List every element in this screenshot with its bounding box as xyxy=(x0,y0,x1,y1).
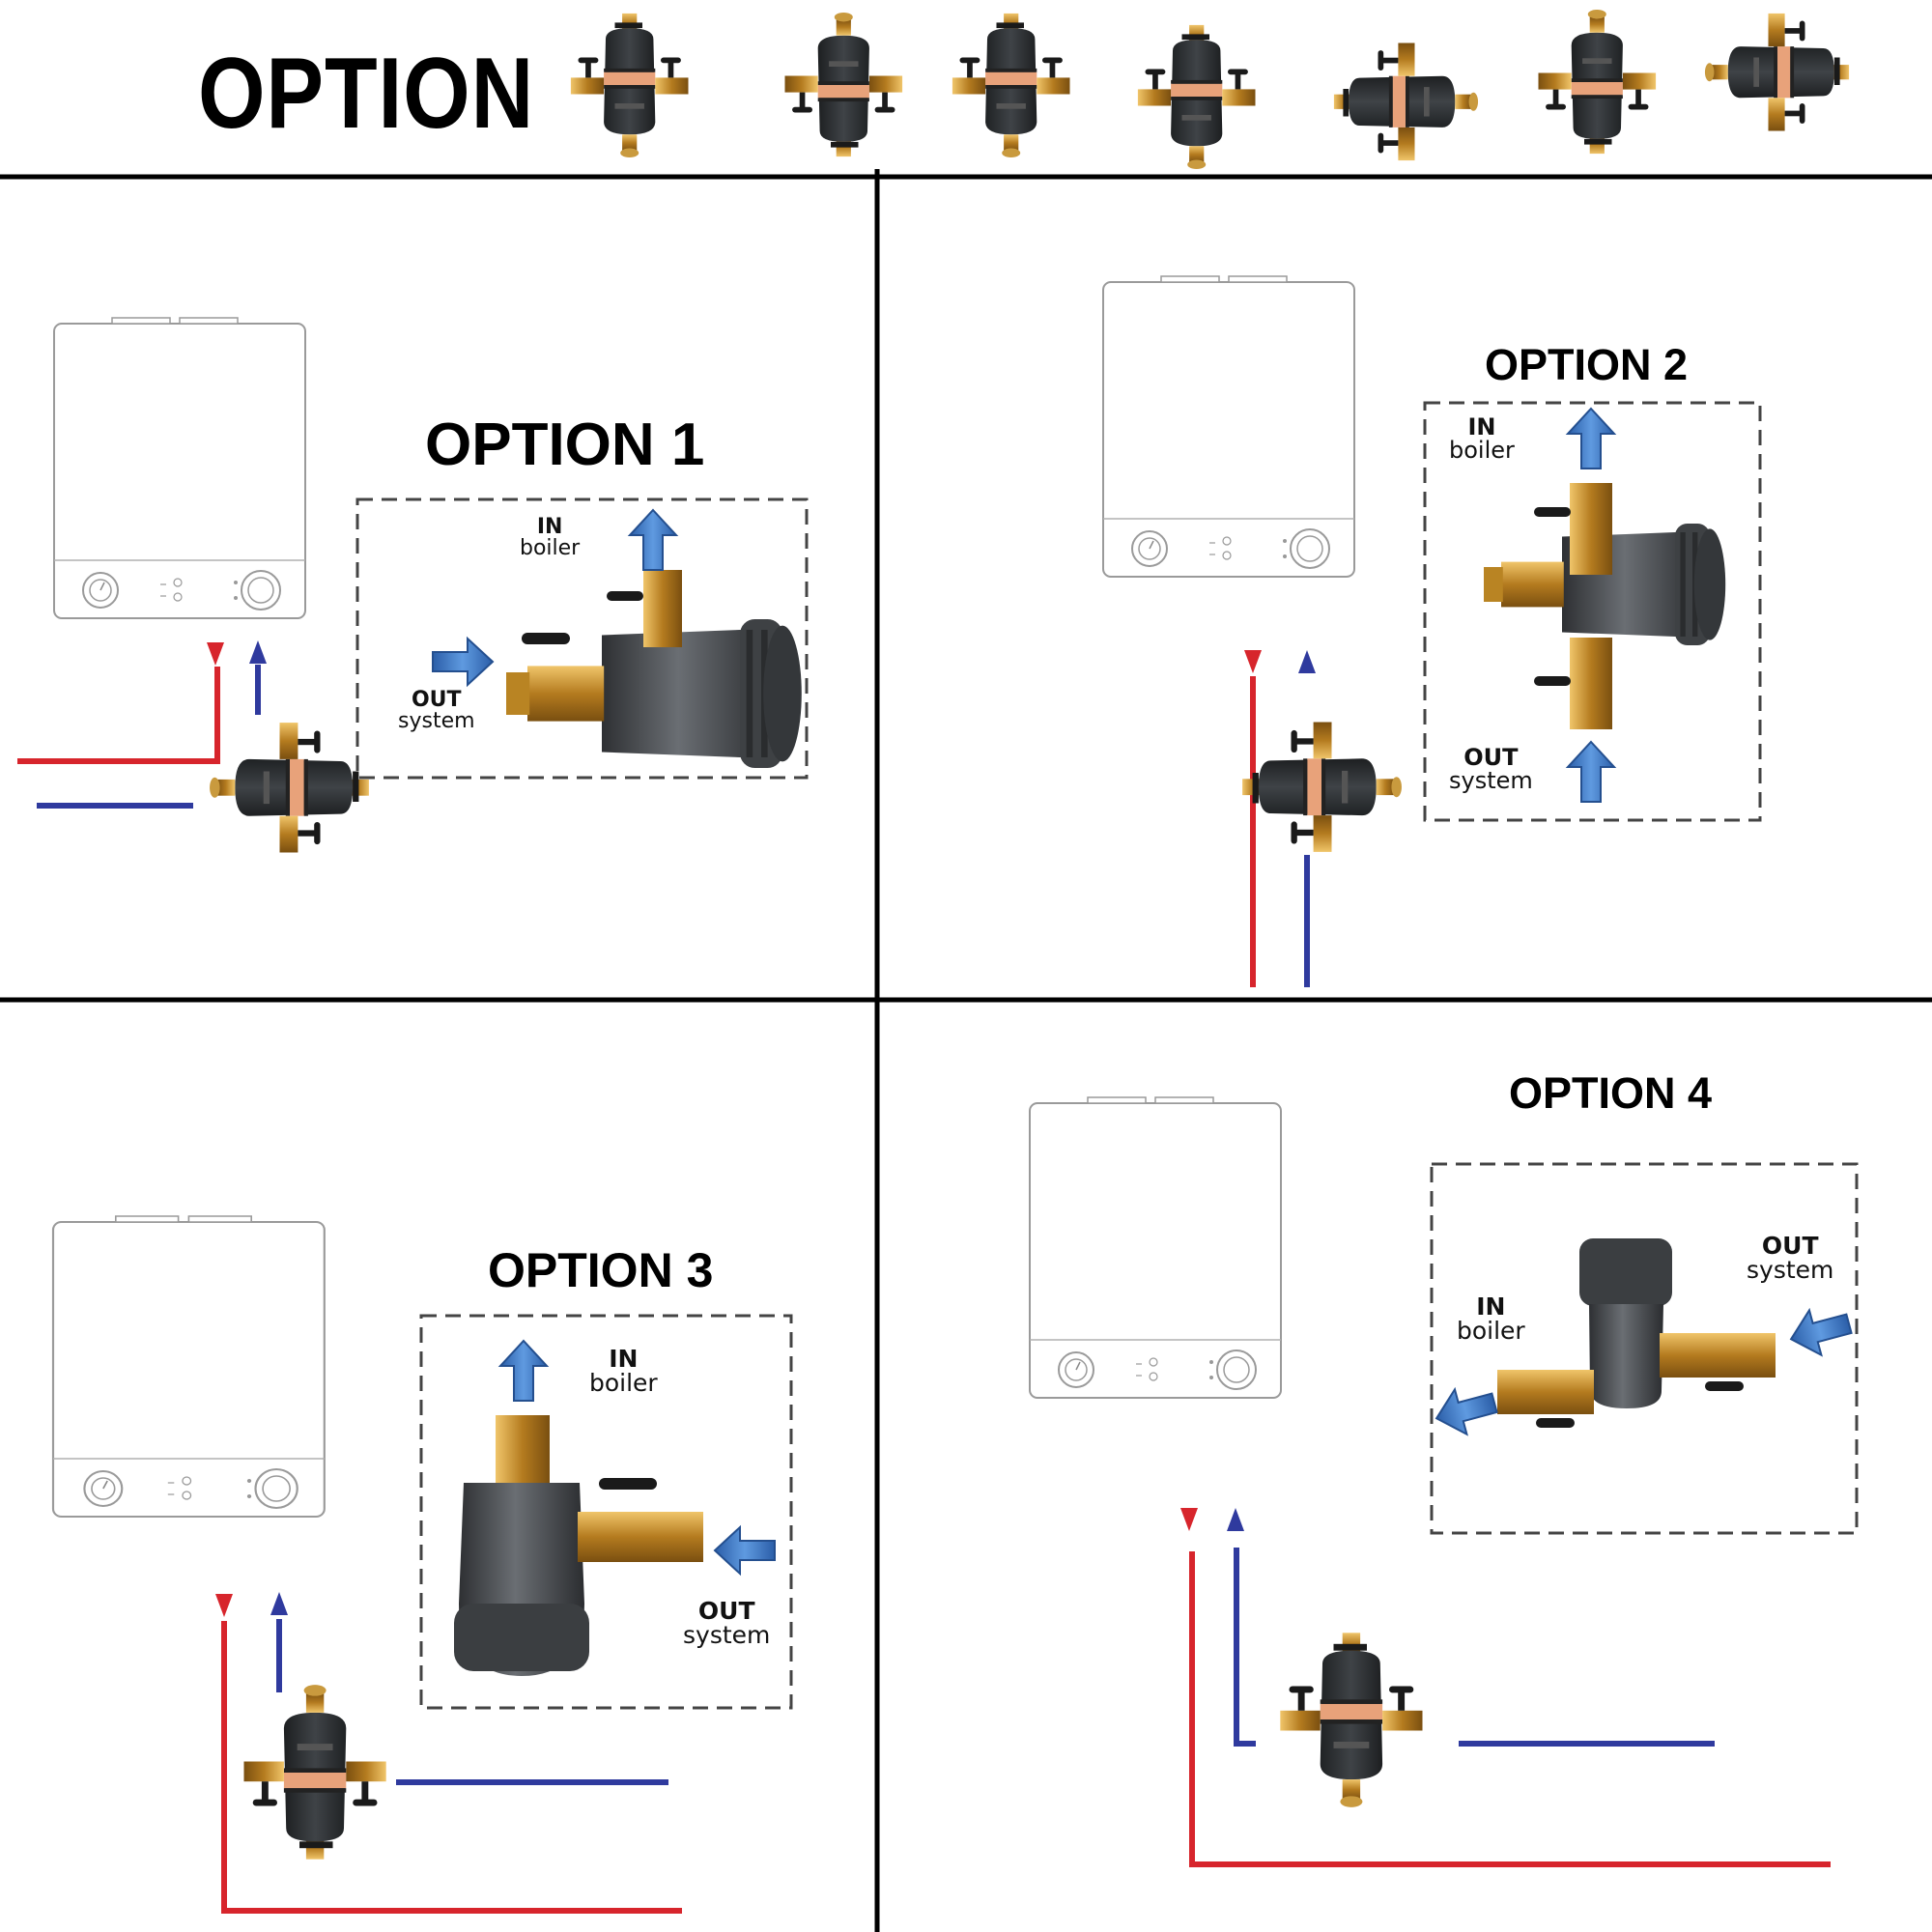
valve-handle xyxy=(607,591,643,601)
thumbnail-7 xyxy=(1704,13,1850,131)
valve-fitting-down xyxy=(1570,638,1612,729)
thumbnail-4 xyxy=(1137,24,1256,170)
option-4-out-sub: system xyxy=(1747,1256,1834,1284)
boiler-unit xyxy=(53,317,306,619)
header-orientation-thumbnails xyxy=(570,9,1850,170)
out-system-arrow xyxy=(1567,741,1615,803)
in-boiler-arrow xyxy=(1567,408,1615,469)
valve-fitting-right xyxy=(1660,1333,1776,1378)
option-2-in-text: IN xyxy=(1467,413,1496,440)
option-3-in-text: IN xyxy=(609,1345,639,1373)
detail-box xyxy=(1423,401,1762,822)
option-1-out-text: OUT xyxy=(411,688,462,712)
filter-fitting-up xyxy=(496,1415,550,1485)
option-3-in-label: IN boiler xyxy=(589,1347,658,1395)
in-boiler-arrow xyxy=(499,1340,548,1402)
option-2-title: OPTION 2 xyxy=(1485,340,1689,389)
valve-handle-lower xyxy=(1534,676,1571,686)
thumbnail-5 xyxy=(1333,43,1479,161)
detail-box xyxy=(355,497,809,780)
option-2-out-label: OUT system xyxy=(1449,746,1533,792)
boiler-unit xyxy=(1029,1096,1282,1399)
option-2-panel xyxy=(1102,275,1762,987)
cold-flow-triangle xyxy=(1298,650,1316,673)
header-title: OPTION xyxy=(198,38,535,150)
option-1-title: OPTION 1 xyxy=(425,412,705,478)
option-2-out-text: OUT xyxy=(1463,744,1519,771)
option-3-out-label: OUT system xyxy=(683,1599,770,1647)
option-2-in-label: IN boiler xyxy=(1449,415,1515,462)
option-4-in-text: IN xyxy=(1476,1293,1506,1321)
option-4-in-label: IN boiler xyxy=(1457,1294,1525,1343)
out-system-arrow xyxy=(432,638,494,686)
boiler-unit xyxy=(1102,275,1355,578)
valve-fitting-left xyxy=(1497,1370,1594,1414)
hot-pipe xyxy=(1189,1551,1831,1867)
option-3-out-text: OUT xyxy=(697,1597,755,1625)
cold-flow-triangle xyxy=(270,1592,288,1615)
hot-flow-triangle xyxy=(215,1594,233,1617)
valve-fitting-up xyxy=(643,570,682,647)
option-1-panel xyxy=(17,317,809,853)
out-system-arrow xyxy=(1783,1300,1857,1363)
cold-flow-triangle xyxy=(1227,1508,1244,1531)
option-4-out-text: OUT xyxy=(1761,1232,1819,1260)
option-2-in-sub: boiler xyxy=(1449,437,1515,464)
option-1-in-text: IN xyxy=(536,515,563,539)
option-4-in-sub: boiler xyxy=(1457,1317,1525,1345)
valve-handle-right xyxy=(1705,1381,1744,1391)
hot-pipe xyxy=(17,667,220,764)
cold-flow-triangle xyxy=(249,640,267,664)
detail-box xyxy=(1430,1162,1859,1535)
valve-handle xyxy=(599,1478,657,1490)
detail-box xyxy=(419,1314,793,1710)
thumbnail-1 xyxy=(570,13,689,158)
option-1-in-label: IN boiler xyxy=(520,517,580,559)
hot-flow-triangle xyxy=(1180,1508,1198,1531)
thumbnail-6 xyxy=(1538,9,1657,155)
option-3-out-sub: system xyxy=(683,1621,771,1649)
cold-pipe xyxy=(1234,1548,1256,1747)
grid-dividers xyxy=(0,169,1932,1932)
magnetic-filter xyxy=(1242,722,1402,852)
filter-cap xyxy=(1579,1238,1672,1306)
option-4-out-label: OUT system xyxy=(1747,1234,1833,1282)
magnetic-filter xyxy=(1280,1633,1423,1807)
filter-cap xyxy=(454,1604,589,1671)
in-boiler-arrow xyxy=(1429,1379,1502,1442)
in-boiler-arrow xyxy=(629,509,677,571)
valve-fitting-side xyxy=(578,1512,703,1562)
option-1-out-label: OUT system xyxy=(398,690,475,732)
magnetic-filter xyxy=(243,1685,386,1860)
option-3-panel xyxy=(51,1214,793,1914)
option-4-panel xyxy=(1029,1096,1859,1867)
thumbnail-2 xyxy=(784,12,903,157)
valve-handle-side xyxy=(522,633,570,644)
magnetic-filter xyxy=(210,723,369,853)
hot-pipe xyxy=(221,1621,682,1914)
thumbnail-3 xyxy=(952,13,1070,158)
hot-flow-triangle xyxy=(1244,650,1262,673)
option-3-title: OPTION 3 xyxy=(488,1243,714,1297)
option-1-out-sub: system xyxy=(398,709,475,733)
valve-handle xyxy=(1536,1418,1575,1428)
valve-fitting-up xyxy=(1570,483,1612,575)
option-2-out-sub: system xyxy=(1449,767,1533,794)
option-4-title: OPTION 4 xyxy=(1509,1068,1713,1118)
boiler-unit xyxy=(51,1214,326,1519)
hot-flow-triangle xyxy=(207,642,224,666)
out-system-arrow xyxy=(714,1526,776,1575)
valve-handle xyxy=(1534,507,1571,517)
option-1-in-sub: boiler xyxy=(520,536,581,560)
option-3-in-sub: boiler xyxy=(589,1369,658,1397)
filter-body xyxy=(1589,1304,1663,1408)
